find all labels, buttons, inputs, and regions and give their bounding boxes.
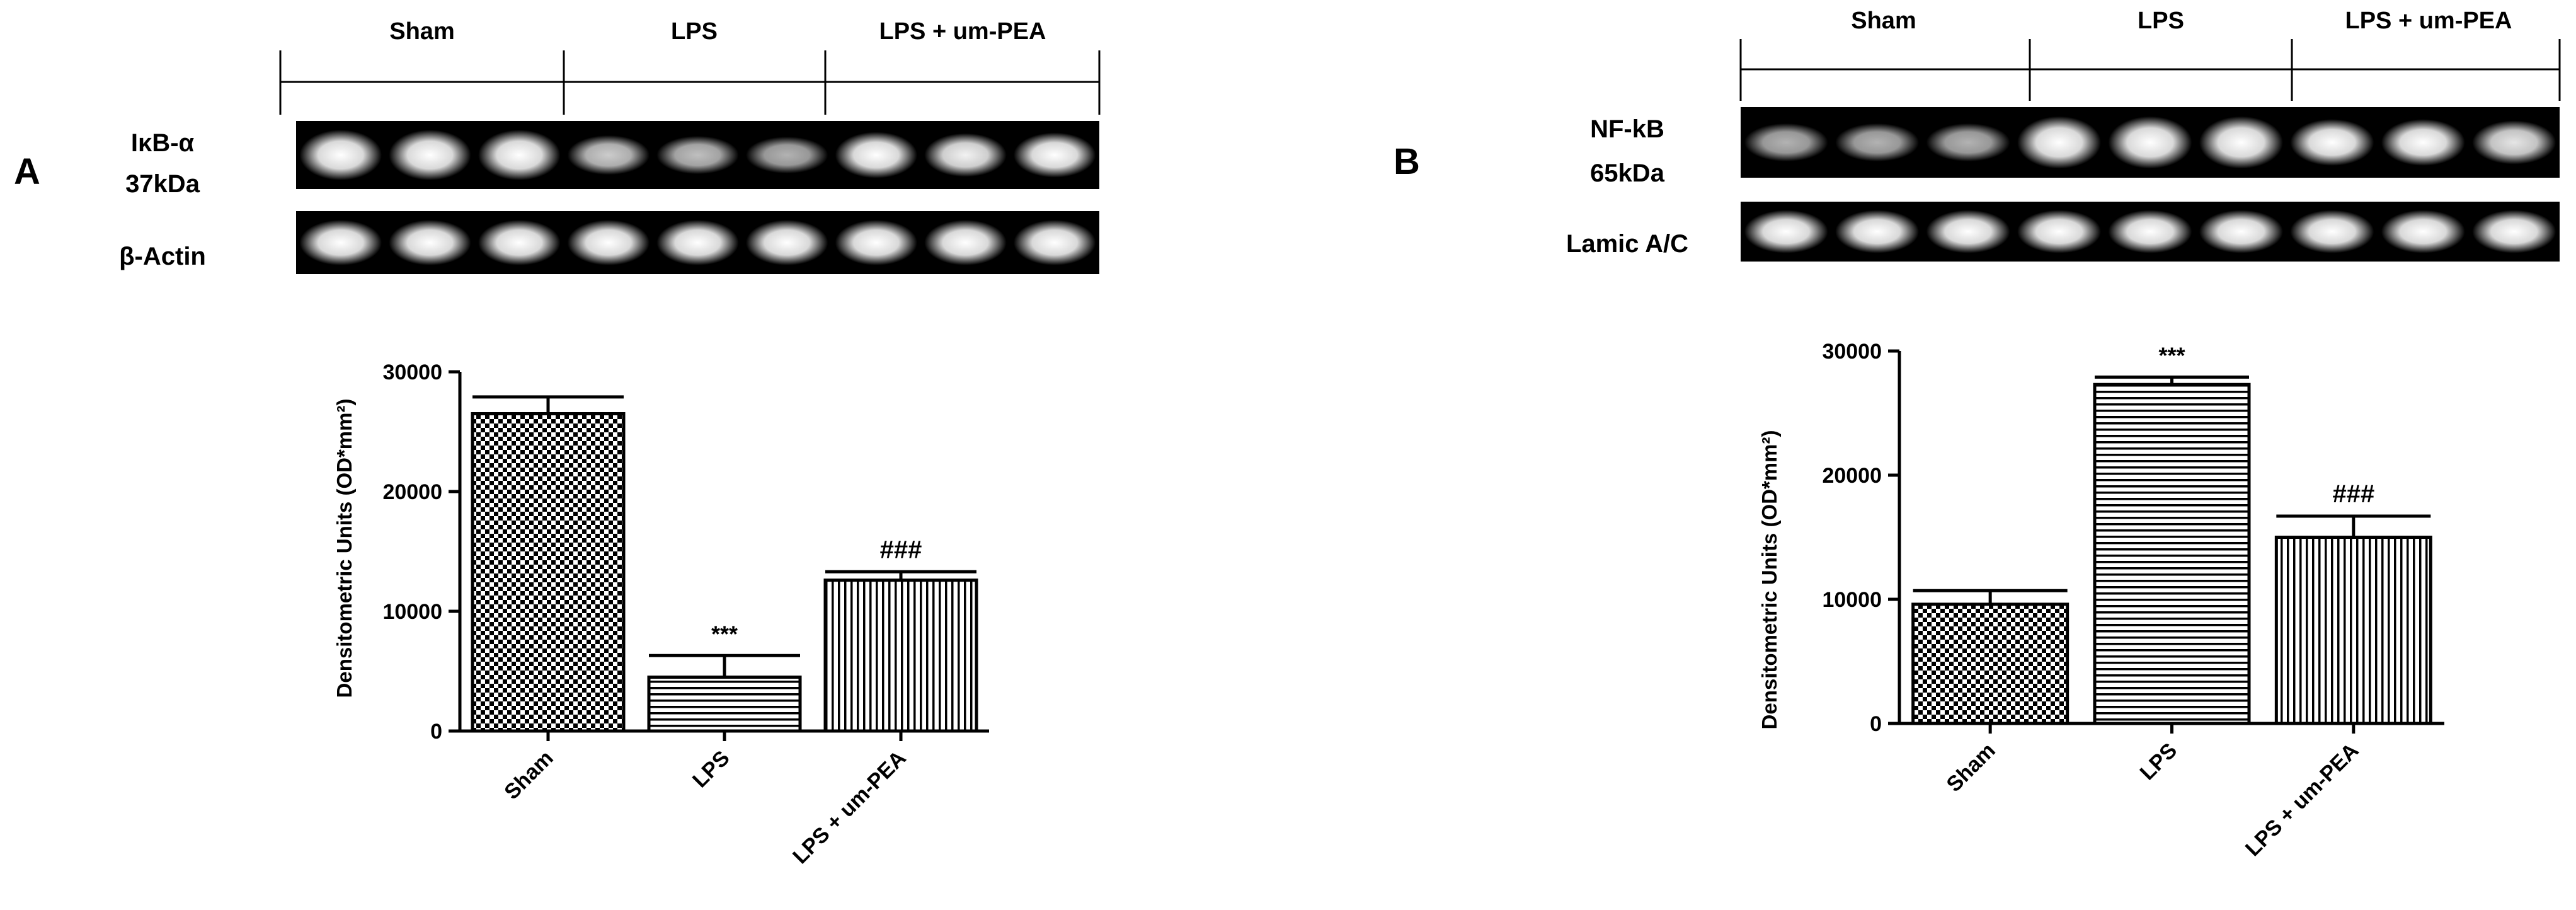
panel-a-blot-labels: IκB-α 37kDa β-Actin bbox=[119, 129, 206, 270]
panel-b-blot-band bbox=[1926, 210, 2010, 253]
panel-a-chart: Densitometric Units (OD*mm²) 0 10000 20000… bbox=[333, 360, 989, 868]
panel-a: A Sham LPS LPS + um-PEA IκB-α 37kDa β-Ac… bbox=[14, 18, 1101, 868]
panel-a-blot-band bbox=[299, 130, 382, 180]
panel-b-blot-label: NF-kB bbox=[1590, 115, 1664, 143]
panel-a-blot-label: IκB-α bbox=[131, 129, 195, 157]
panel-a-category-label: LPS bbox=[688, 746, 735, 793]
panel-b-blot-band bbox=[2472, 120, 2556, 164]
panel-b-y-tick-label: 10000 bbox=[1822, 588, 1882, 612]
panel-b-bar bbox=[2093, 383, 2251, 725]
panel-b-y-label: Densitometric Units (OD*mm²) bbox=[1758, 430, 1781, 730]
panel-a-blot-band bbox=[746, 136, 828, 174]
panel-b-significance-label: ### bbox=[2332, 480, 2374, 508]
panel-b-category-label: Sham bbox=[1942, 739, 2000, 797]
panel-b-y-tick-label: 0 bbox=[1870, 712, 1882, 736]
panel-b-category-label: LPS + um-PEA bbox=[2241, 739, 2364, 861]
panel-a-blot-band bbox=[656, 220, 739, 265]
panel-a-blot-band bbox=[924, 133, 1007, 177]
panel-a-blot-band bbox=[835, 220, 918, 265]
panel-a-bar bbox=[471, 412, 626, 733]
panel-b-blot-band bbox=[2381, 119, 2465, 166]
panel-a-category-label: Sham bbox=[500, 746, 558, 804]
panel-a-blot-band bbox=[656, 135, 739, 175]
panel-b-blot-band bbox=[1835, 123, 1920, 162]
panel-b-group-label: LPS + um-PEA bbox=[2345, 8, 2512, 34]
panel-b-blot-label: 65kDa bbox=[1590, 159, 1665, 187]
panel-a-bar bbox=[823, 579, 978, 733]
panel-b-y-tick-label: 20000 bbox=[1822, 464, 1882, 488]
panel-b-blot-band bbox=[2290, 119, 2374, 166]
panel-a-group-label: LPS + um-PEA bbox=[879, 18, 1046, 45]
panel-a-bar bbox=[647, 676, 802, 733]
panel-a-significance-label: ### bbox=[880, 536, 922, 563]
panel-a-blot-label: β-Actin bbox=[119, 243, 206, 270]
panel-b-bar bbox=[1911, 602, 2069, 725]
panel-b-blot-band bbox=[1744, 210, 1828, 253]
panel-b-letter: B bbox=[1394, 141, 1420, 182]
panel-b-blot-band bbox=[2017, 116, 2102, 169]
panel-a-blot-band bbox=[924, 220, 1007, 265]
panel-a-group-header: Sham LPS LPS + um-PEA bbox=[279, 18, 1101, 115]
panel-b-blot-band bbox=[2108, 116, 2192, 169]
panel-b-blot-band bbox=[1835, 210, 1920, 253]
panel-a-blot-band bbox=[567, 135, 650, 175]
panel-a-letter: A bbox=[14, 151, 40, 192]
panel-b: B Sham LPS LPS + um-PEA NF-kB 65kDa Lami… bbox=[1394, 8, 2561, 861]
panel-a-y-label: Densitometric Units (OD*mm²) bbox=[333, 399, 356, 698]
panel-a-blot-band bbox=[478, 130, 561, 180]
panel-a-y-tick-label: 10000 bbox=[382, 600, 442, 624]
panel-b-blots bbox=[1741, 107, 2560, 262]
panel-a-blot-band bbox=[299, 220, 382, 265]
panel-b-blot-band bbox=[2108, 210, 2192, 253]
panel-a-blot-band bbox=[1014, 132, 1096, 178]
panel-b-blot-band bbox=[1744, 123, 1828, 162]
panel-b-bar bbox=[2274, 536, 2432, 725]
panel-b-significance-label: *** bbox=[2158, 342, 2185, 368]
panel-a-blot-band bbox=[389, 130, 471, 180]
panel-a-group-label: Sham bbox=[389, 18, 454, 45]
panel-b-category-label: LPS bbox=[2136, 739, 2182, 785]
panel-a-category-label: LPS + um-PEA bbox=[788, 746, 911, 869]
panel-b-group-label: LPS bbox=[2138, 8, 2184, 34]
panel-a-blots bbox=[296, 121, 1099, 274]
panel-a-y-tick-label: 20000 bbox=[382, 480, 442, 504]
panel-b-blot-band bbox=[2381, 210, 2465, 253]
panel-b-blot-band bbox=[2290, 210, 2374, 253]
panel-a-blot-band bbox=[389, 220, 471, 265]
panel-b-blot-label: Lamic A/C bbox=[1566, 230, 1688, 258]
panel-b-blot-band bbox=[2199, 116, 2283, 169]
panel-b-group-header: Sham LPS LPS + um-PEA bbox=[1739, 8, 2561, 101]
panel-b-blot-band bbox=[2472, 210, 2556, 253]
panel-b-group-label: Sham bbox=[1851, 8, 1916, 34]
panel-a-blot-band bbox=[567, 220, 650, 265]
panel-b-blot-band bbox=[2199, 210, 2283, 253]
panel-b-blot-band bbox=[1926, 123, 2010, 162]
panel-b-blot-band bbox=[2017, 210, 2102, 253]
panel-a-significance-label: *** bbox=[711, 621, 738, 647]
panel-a-group-label: LPS bbox=[671, 18, 718, 45]
panel-a-blot-band bbox=[478, 220, 561, 265]
panel-b-y-tick-label: 30000 bbox=[1822, 340, 1882, 364]
panel-a-y-tick-label: 30000 bbox=[382, 360, 442, 384]
panel-a-y-tick-label: 0 bbox=[430, 720, 442, 744]
panel-b-blot-labels: NF-kB 65kDa Lamic A/C bbox=[1566, 115, 1688, 258]
panel-a-blot-label: 37kDa bbox=[125, 170, 200, 198]
panel-b-chart: Densitometric Units (OD*mm²) 0 10000 20000… bbox=[1758, 340, 2444, 861]
panel-a-blot-band bbox=[835, 132, 918, 178]
panel-a-blot-band bbox=[746, 220, 828, 265]
panel-a-blot-band bbox=[1014, 220, 1096, 265]
